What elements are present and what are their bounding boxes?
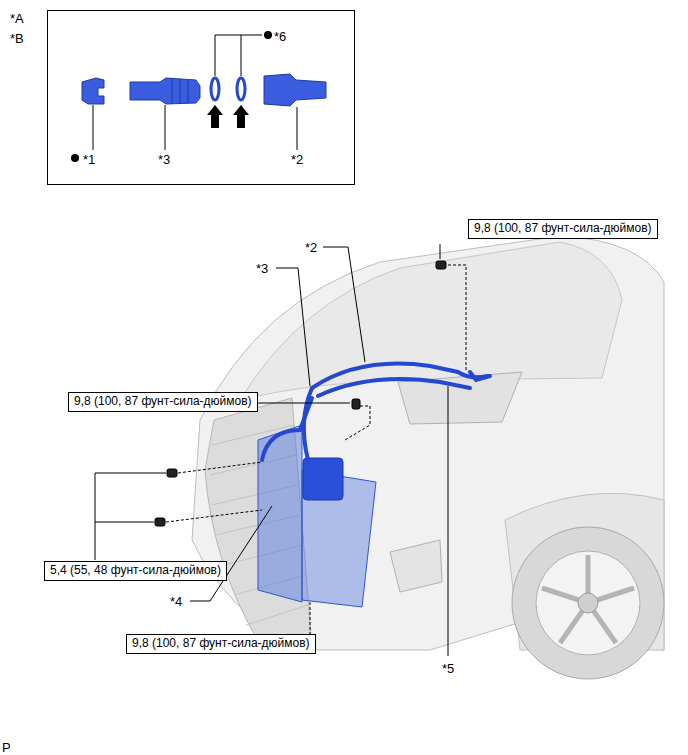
connector-part <box>264 74 326 106</box>
ac-tubes <box>262 364 490 460</box>
torque-box: 9,8 (100, 87 фунт-сила-дюймов) <box>468 219 658 239</box>
pipe-part <box>130 78 200 104</box>
o-ring <box>211 78 219 100</box>
receiver <box>303 458 343 500</box>
grille <box>205 398 312 648</box>
hood <box>240 242 622 400</box>
bullet-symbol <box>71 154 79 162</box>
callout-number: *6 <box>274 30 286 43</box>
inset-parts <box>71 31 326 162</box>
torque-value: 9,8 (100, 87 фунт-сила-дюймов) <box>132 637 310 651</box>
page-mark: P <box>2 741 11 754</box>
callout-number: *3 <box>158 153 170 166</box>
torque-box: 9,8 (100, 87 фунт-сила-дюймов) <box>126 634 316 654</box>
tire <box>512 527 664 679</box>
callout-number: *2 <box>305 241 317 254</box>
inset-frame: *6 *1 *3 *2 <box>47 10 355 185</box>
wheel-rim <box>536 551 640 655</box>
torque-value: 5,4 (55, 48 фунт-сила-дюймов) <box>50 564 221 578</box>
torque-value: 9,8 (100, 87 фунт-сила-дюймов) <box>74 395 252 409</box>
leader-lines <box>95 244 448 656</box>
wheel-hub <box>578 593 598 613</box>
pipe-ribs <box>172 79 188 104</box>
callout-number: *5 <box>442 662 454 675</box>
torque-box: 5,4 (55, 48 фунт-сила-дюймов) <box>44 561 227 581</box>
bullet-symbol <box>264 31 272 39</box>
arrow-symbol <box>233 105 249 128</box>
clip-part <box>82 78 104 104</box>
wheel-spokes <box>542 555 634 643</box>
callout-number: *2 <box>291 153 303 166</box>
arrow-symbol <box>207 105 223 128</box>
callout-number: *4 <box>170 595 182 608</box>
callout-number: *1 <box>83 153 95 166</box>
torque-value: 9,8 (100, 87 фунт-сила-дюймов) <box>474 222 652 236</box>
callout-number: *B <box>10 32 24 45</box>
callout-number: *3 <box>256 262 268 275</box>
callout-number: *A <box>10 12 24 25</box>
o-ring <box>237 78 245 100</box>
fog-light <box>390 540 442 592</box>
inset-leaders <box>93 35 297 150</box>
torque-box: 9,8 (100, 87 фунт-сила-дюймов) <box>68 392 258 412</box>
grille-bars <box>210 425 308 625</box>
dashed-lines <box>166 265 466 646</box>
bolts <box>155 261 446 650</box>
